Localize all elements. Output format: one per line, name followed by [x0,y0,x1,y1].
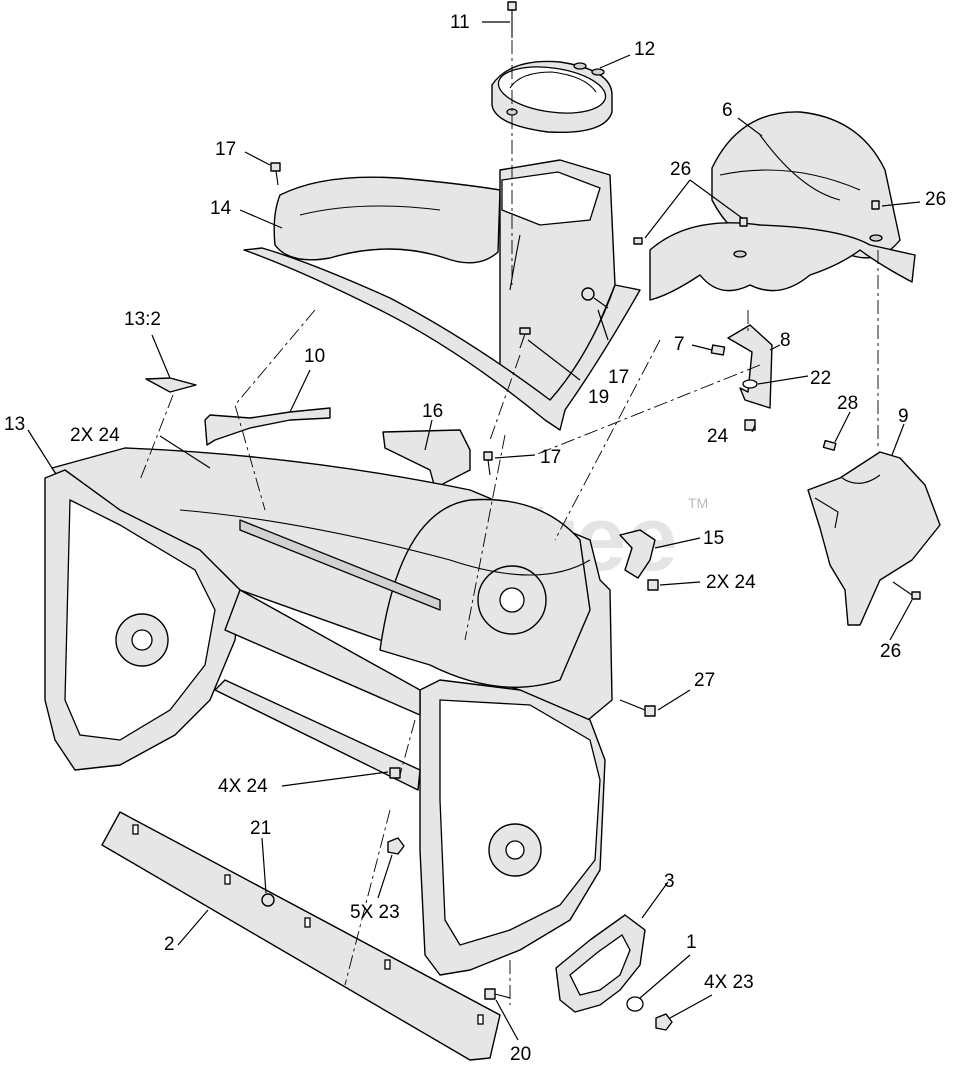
callout-14: 14 [210,198,232,219]
part-3-skid-shoe[interactable] [555,914,646,1013]
callout-17-chute: 17 [608,367,629,388]
part-27-bolt[interactable] [619,699,656,717]
assembly-lines [139,40,879,1005]
callout-5x23: 5X 23 [350,902,400,923]
callout-4x23: 4X 23 [704,972,754,993]
callout-12: 12 [634,39,655,60]
part-26-screw-left[interactable] [633,237,643,245]
callout-26-deflector: 26 [670,159,691,180]
callout-17-frame: 17 [540,447,561,468]
callout-26-right: 26 [925,189,946,210]
callout-2x24-right: 2X 24 [706,572,756,593]
callout-6: 6 [722,100,733,121]
part-23-nut-shoe[interactable] [655,1013,673,1031]
callout-19: 19 [588,387,609,408]
callout-3: 3 [664,871,675,892]
callout-20: 20 [510,1044,531,1065]
part-12-chute-ring[interactable] [491,60,613,134]
callout-16: 16 [422,401,443,422]
part-26-screw-mid[interactable] [739,217,748,227]
callout-7: 7 [674,334,685,355]
callout-13: 13 [4,414,25,435]
callout-1: 1 [686,932,697,953]
part-22-washer[interactable] [742,379,758,389]
watermark-trademark: TM [688,495,708,511]
callout-labels: 11 12 17 14 6 26 26 13:2 10 17 19 7 8 22… [4,12,946,1065]
part-6-deflector[interactable] [649,111,916,301]
callout-17-top: 17 [215,139,236,160]
callout-2: 2 [164,934,175,955]
callout-13-2: 13:2 [124,309,161,330]
leader-lines [27,21,921,1041]
callout-11: 11 [450,12,470,33]
part-16-skid-bar[interactable] [382,429,471,489]
callout-26-lower: 26 [880,641,901,662]
part-23-nut[interactable] [387,837,405,855]
part-17-bolt-chute[interactable] [581,287,609,309]
part-10-bracket[interactable] [204,407,331,446]
part-19-pin[interactable] [519,327,531,349]
part-13-auger-housing[interactable] [44,447,613,976]
part-15-plate[interactable] [619,529,656,579]
callout-21: 21 [250,818,271,839]
part-8-bracket[interactable] [727,324,773,409]
part-20-carriage-bolt[interactable] [484,988,511,1000]
part-26-screw-lower[interactable] [892,581,921,600]
part-7-clip[interactable] [710,344,726,356]
part-2-scraper-bar[interactable] [101,811,501,1061]
part-24-nut-right[interactable] [647,579,659,591]
callout-9: 9 [898,406,909,427]
callout-8: 8 [780,330,791,351]
callout-2x24-left: 2X 24 [70,425,120,446]
part-14-discharge-chute[interactable] [243,159,641,431]
part-17-bolt-upper[interactable] [270,162,281,186]
callout-24: 24 [707,426,729,447]
part-11-bolt[interactable] [507,1,517,38]
callout-4x24: 4X 24 [218,776,268,797]
callout-28: 28 [837,393,858,414]
callout-27: 27 [694,670,715,691]
callout-22: 22 [810,368,831,389]
part-26-screw-right[interactable] [871,200,880,210]
part-1-washer[interactable] [626,996,644,1012]
part-9-deflector-guide[interactable] [807,451,941,626]
callout-15: 15 [703,528,724,549]
callout-10: 10 [304,346,325,367]
part-21-carriage-bolt[interactable] [261,893,275,907]
part-24-nut-frame[interactable] [389,767,401,779]
part-13-2-label[interactable] [145,377,197,393]
part-28-clip[interactable] [822,439,837,451]
part-17-bolt-frame[interactable] [483,451,493,476]
